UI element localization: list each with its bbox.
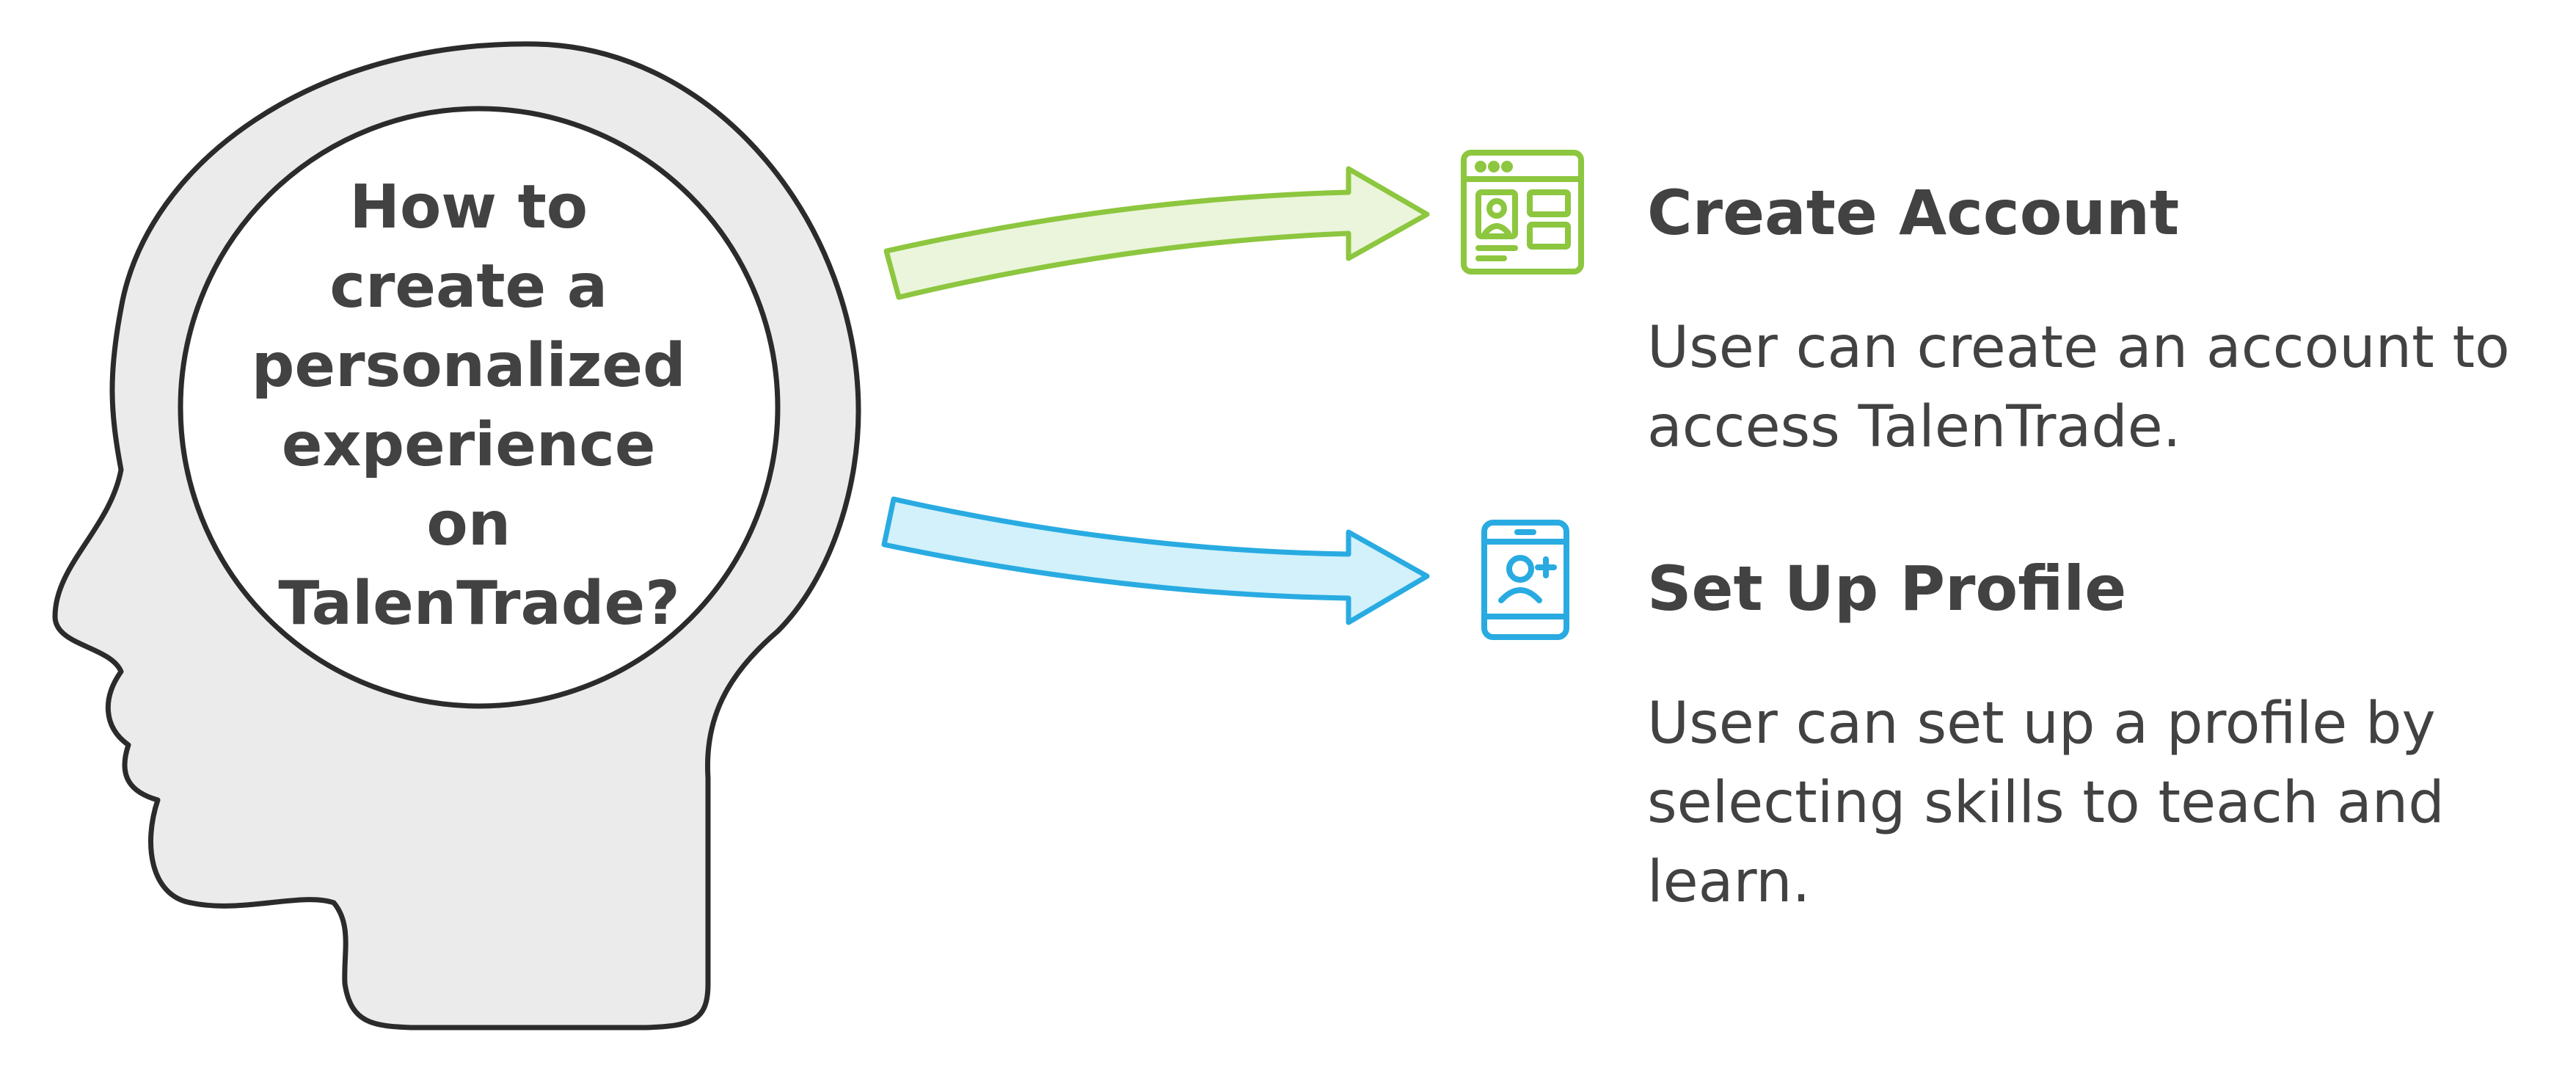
item-description: User can create an account to access Tal… [1647, 315, 2510, 460]
arrow-create-account [883, 166, 1430, 300]
question-line: TalenTrade? [278, 569, 679, 639]
question-line: on [426, 490, 511, 559]
question-line: experience [282, 410, 656, 480]
item-description: User can set up a profile by selecting s… [1647, 691, 2445, 915]
arrow-set-up-profile [881, 496, 1430, 625]
item-set-up-profile: Set Up Profile User can set up a profile… [1647, 552, 2557, 922]
question-line: personalized [252, 331, 686, 401]
item-title: Set Up Profile [1647, 553, 2127, 625]
item-title: Create Account [1647, 177, 2180, 249]
thought-circle [178, 106, 781, 709]
account-window-icon [1461, 150, 1584, 275]
mobile-add-user-icon [1481, 520, 1569, 640]
question-text: How to create a personalized experience … [252, 172, 707, 639]
question-line: create a [329, 252, 607, 321]
question-line: How to [349, 172, 588, 242]
item-create-account: Create Account User can create an accoun… [1647, 176, 2557, 467]
